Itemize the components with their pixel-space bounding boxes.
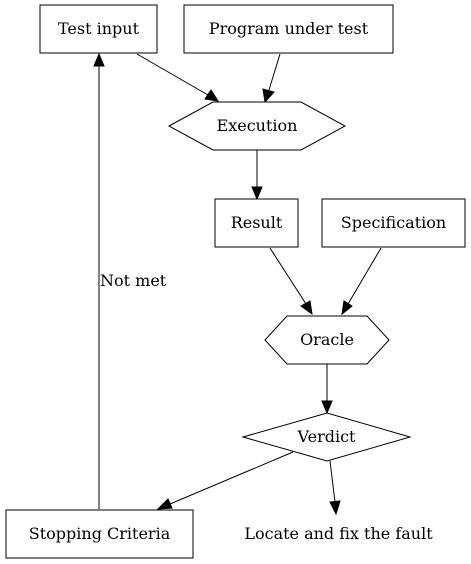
edge-result-to-oracle [269, 247, 313, 316]
node-oracle-label: Oracle [300, 330, 354, 349]
node-program-under-test: Program under test [183, 4, 394, 54]
edge-label-not-met: Not met [100, 271, 167, 290]
edge-verdict-to-locate-fix [329, 460, 341, 516]
node-locate-fix: Locate and fix the fault [244, 524, 433, 543]
edge-specification-to-oracle [341, 247, 382, 316]
node-result: Result [214, 198, 299, 248]
node-specification: Specification [321, 198, 466, 248]
node-stopping-criteria: Stopping Criteria [5, 509, 194, 559]
node-test-input-label: Test input [58, 19, 140, 38]
node-program-under-test-label: Program under test [209, 19, 369, 38]
node-test-input: Test input [39, 4, 158, 54]
node-verdict: Verdict [241, 412, 412, 462]
node-result-label: Result [231, 213, 283, 232]
edge-program-to-execution [262, 53, 281, 104]
edge-oracle-to-verdict [321, 364, 333, 415]
node-oracle: Oracle [264, 315, 390, 365]
node-locate-fix-label: Locate and fix the fault [244, 524, 433, 543]
node-stopping-criteria-label: Stopping Criteria [29, 524, 171, 543]
edge-verdict-to-stopping-criteria [156, 451, 294, 510]
edge-test-input-to-execution [136, 53, 220, 102]
node-execution-label: Execution [217, 116, 298, 135]
node-specification-label: Specification [341, 213, 446, 232]
edge-execution-to-result [251, 150, 263, 201]
node-verdict-label: Verdict [297, 427, 357, 446]
edge-stopping-criteria-to-test-input [93, 52, 105, 509]
node-execution: Execution [167, 101, 347, 151]
